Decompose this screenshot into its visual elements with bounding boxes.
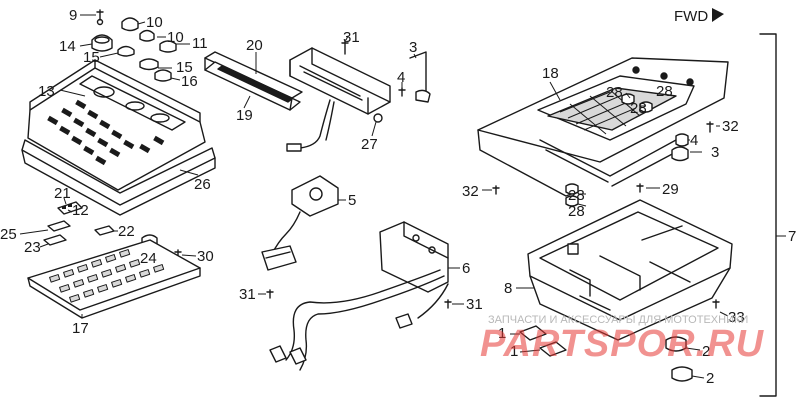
callout-33: 33 — [728, 309, 745, 326]
callout-16: 16 — [181, 73, 198, 90]
callout-3a: 3 — [409, 39, 417, 56]
wire-harness-6 — [269, 221, 449, 371]
lcd-display — [204, 51, 303, 111]
callout-2a: 2 — [702, 343, 710, 360]
fwd-label: FWD — [674, 8, 708, 25]
leaders-box-cover — [482, 81, 720, 207]
callout-21: 21 — [54, 185, 71, 202]
callout-1a: 1 — [498, 325, 506, 342]
meter-circuit-board — [286, 39, 391, 152]
fwd-arrow: FWD — [674, 8, 724, 25]
watermark-caption: ЗАПЧАСТИ И АКСЕССУАРЫ ДЛЯ МОТОТЕХНИКИ — [488, 314, 748, 326]
callout-14: 14 — [59, 38, 76, 55]
callout-5: 5 — [348, 192, 356, 209]
callout-18: 18 — [542, 65, 559, 82]
callout-3b: 3 — [711, 144, 719, 161]
fairing-box-cover — [477, 57, 729, 207]
callout-28e: 28 — [568, 203, 585, 220]
callout-29: 29 — [662, 181, 679, 198]
callout-15b: 15 — [176, 59, 193, 76]
callout-30: 30 — [197, 248, 214, 265]
callout-25: 25 — [0, 226, 17, 243]
rubber-mounts — [519, 325, 693, 382]
callout-32a: 32 — [722, 118, 739, 135]
callout-17: 17 — [72, 320, 89, 337]
callout-23: 23 — [24, 239, 41, 256]
watermark-logo: PARTSPOR.RU — [480, 323, 765, 365]
callout-9: 9 — [69, 7, 77, 24]
indicator-openings — [47, 99, 165, 166]
callout-22: 22 — [118, 223, 135, 240]
callout-13: 13 — [38, 83, 55, 100]
fairing-box-tray — [527, 199, 733, 341]
meter-console-cover — [21, 59, 216, 216]
callout-11: 11 — [192, 35, 208, 52]
watermark: ЗАПЧАСТИ И АКСЕССУАРЫ ДЛЯ МОТОТЕХНИКИ PA… — [480, 314, 765, 365]
assembly-bracket — [759, 33, 777, 397]
callout-28c: 28 — [630, 100, 647, 117]
callout-10b: 10 — [167, 29, 184, 46]
callout-32b: 32 — [462, 183, 479, 200]
callout-1b: 1 — [510, 343, 518, 360]
circuit-grid — [559, 89, 641, 135]
callout-31b: 31 — [239, 286, 256, 303]
leaders-rubber — [510, 333, 705, 379]
callout-4b: 4 — [690, 132, 698, 149]
callout-20: 20 — [246, 37, 263, 54]
small-parts-cluster — [91, 9, 177, 82]
callout-10a: 10 — [146, 14, 163, 31]
leaders-small-parts — [79, 14, 190, 81]
bracket-parts-3-4 — [398, 51, 431, 103]
callout-6: 6 — [462, 260, 470, 277]
callout-2b: 2 — [706, 370, 714, 387]
callout-26: 26 — [194, 176, 211, 193]
callout-24: 24 — [140, 250, 157, 267]
callout-31c: 31 — [466, 296, 483, 313]
panel-lamps — [49, 249, 165, 303]
callout-15a: 15 — [83, 49, 100, 66]
callout-12: 12 — [72, 202, 89, 219]
callout-28d: 28 — [568, 187, 585, 204]
callout-8: 8 — [504, 280, 512, 297]
indicator-panel — [27, 239, 201, 319]
callout-labels: 9 10 10 14 15 11 15 16 13 20 19 31 3 4 2… — [0, 7, 796, 387]
callout-19: 19 — [236, 107, 253, 124]
callout-31a: 31 — [343, 29, 360, 46]
callout-28b: 28 — [656, 83, 673, 100]
callout-28a: 28 — [606, 84, 623, 101]
callout-27: 27 — [361, 136, 378, 153]
harness-unit-5 — [261, 175, 339, 271]
callout-7: 7 — [788, 228, 796, 245]
callout-4a: 4 — [397, 69, 405, 86]
